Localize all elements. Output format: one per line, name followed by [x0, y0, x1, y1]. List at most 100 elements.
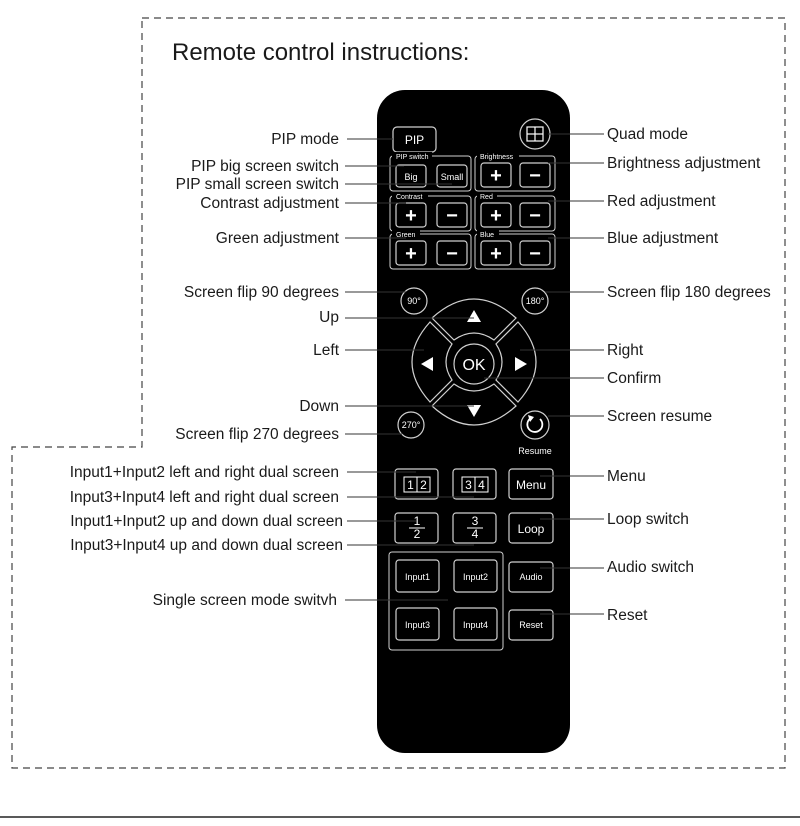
blue-group: Blue	[474, 230, 556, 270]
reset-button[interactable]: Reset	[508, 609, 554, 641]
svg-text:+: +	[490, 165, 502, 187]
dpad	[411, 298, 537, 426]
svg-text:Green: Green	[396, 232, 416, 239]
svg-text:4: 4	[478, 478, 485, 492]
brightness-group: Brightness	[474, 152, 556, 192]
label-in34-lr: Input3+Input4 left and right dual screen	[70, 489, 339, 506]
svg-text:Reset: Reset	[519, 620, 543, 630]
svg-text:−: −	[529, 205, 541, 227]
input1-button[interactable]: Input1	[395, 559, 440, 593]
diagram-title: Remote control instructions:	[172, 39, 469, 66]
contrast-minus-button[interactable]: −	[436, 202, 468, 228]
ok-button[interactable]: OK	[453, 343, 495, 385]
pip-button[interactable]: PIP	[392, 126, 437, 153]
input2-button[interactable]: Input2	[453, 559, 498, 593]
red-plus-button[interactable]: +	[480, 202, 512, 228]
pip-switch-group: PIP switch	[389, 152, 472, 192]
label-blue: Blue adjustment	[607, 230, 719, 247]
red-minus-button[interactable]: −	[519, 202, 551, 228]
loop-button[interactable]: Loop	[508, 512, 554, 544]
leader-lines	[345, 133, 604, 615]
label-flip270: Screen flip 270 degrees	[175, 426, 339, 443]
svg-text:Small: Small	[441, 172, 464, 182]
svg-text:Input4: Input4	[463, 620, 488, 630]
svg-text:1: 1	[414, 514, 421, 528]
svg-text:+: +	[405, 243, 417, 265]
contrast-group: Contrast	[389, 192, 472, 232]
label-left: Left	[313, 342, 340, 359]
label-confirm: Confirm	[607, 370, 661, 387]
label-red: Red adjustment	[607, 193, 716, 210]
label-in12-ud: Input1+Input2 up and down dual screen	[70, 513, 343, 530]
flip-90-button[interactable]: 90°	[400, 287, 428, 315]
svg-text:Brightness: Brightness	[480, 154, 514, 161]
flip-180-button[interactable]: 180°	[521, 287, 549, 315]
label-down: Down	[299, 398, 339, 415]
svg-text:3: 3	[472, 514, 479, 528]
svg-text:+: +	[490, 205, 502, 227]
label-up: Up	[319, 309, 339, 326]
resume-button[interactable]	[520, 410, 550, 440]
svg-text:−: −	[529, 165, 541, 187]
label-pip-mode: PIP mode	[271, 131, 339, 148]
svg-text:2: 2	[414, 527, 421, 541]
svg-text:PIP: PIP	[405, 133, 424, 147]
label-right: Right	[607, 342, 644, 359]
resume-caption: Resume	[518, 446, 552, 456]
svg-text:1: 1	[407, 478, 414, 492]
svg-text:+: +	[490, 243, 502, 265]
label-loop: Loop switch	[607, 511, 689, 528]
label-in12-lr: Input1+Input2 left and right dual screen	[70, 464, 339, 481]
input4-button[interactable]: Input4	[453, 607, 498, 641]
contrast-plus-button[interactable]: +	[395, 202, 427, 228]
input12-ud-button[interactable]: 1 2	[394, 512, 439, 544]
svg-text:Big: Big	[404, 172, 417, 182]
svg-text:2: 2	[420, 478, 427, 492]
label-flip180: Screen flip 180 degrees	[607, 284, 771, 301]
label-in34-ud: Input3+Input4 up and down dual screen	[70, 537, 343, 554]
label-pip-big: PIP big screen switch	[191, 158, 339, 175]
svg-text:Input1: Input1	[405, 572, 430, 582]
input3-button[interactable]: Input3	[395, 607, 440, 641]
svg-text:Input3: Input3	[405, 620, 430, 630]
label-menu: Menu	[607, 468, 646, 485]
svg-text:Audio: Audio	[519, 572, 542, 582]
menu-button[interactable]: Menu	[508, 468, 554, 500]
label-pip-small: PIP small screen switch	[176, 176, 339, 193]
brightness-minus-button[interactable]: −	[519, 162, 551, 188]
svg-text:Loop: Loop	[518, 522, 545, 536]
svg-text:−: −	[529, 243, 541, 265]
green-plus-button[interactable]: +	[395, 240, 427, 266]
green-minus-button[interactable]: −	[436, 240, 468, 266]
label-quad: Quad mode	[607, 126, 688, 143]
audio-button[interactable]: Audio	[508, 561, 554, 593]
blue-minus-button[interactable]: −	[519, 240, 551, 266]
dashed-frame	[11, 17, 786, 769]
label-green: Green adjustment	[216, 230, 340, 247]
svg-text:Blue: Blue	[480, 232, 494, 239]
quad-button[interactable]	[519, 118, 551, 150]
arrow-down-icon	[467, 405, 481, 417]
down-button[interactable]	[431, 383, 517, 426]
pip-small-button[interactable]: Small	[436, 164, 468, 188]
arrow-up-icon	[467, 310, 481, 322]
label-flip90: Screen flip 90 degrees	[184, 284, 339, 301]
input34-lr-button[interactable]: 3 4	[452, 468, 497, 500]
svg-text:Input2: Input2	[463, 572, 488, 582]
svg-text:90°: 90°	[407, 296, 421, 306]
input12-lr-button[interactable]: 1 2	[394, 468, 439, 500]
label-contrast: Contrast adjustment	[200, 195, 339, 212]
svg-text:−: −	[446, 243, 458, 265]
label-resume: Screen resume	[607, 408, 712, 425]
red-group: Red	[474, 192, 556, 232]
label-reset: Reset	[607, 607, 648, 624]
brightness-plus-button[interactable]: +	[480, 162, 512, 188]
pip-big-button[interactable]: Big	[395, 164, 427, 188]
blue-plus-button[interactable]: +	[480, 240, 512, 266]
green-group: Green	[389, 230, 472, 270]
flip-270-button[interactable]: 270°	[397, 411, 425, 439]
svg-text:270°: 270°	[402, 420, 421, 430]
input34-ud-button[interactable]: 3 4	[452, 512, 497, 544]
svg-text:3: 3	[465, 478, 472, 492]
